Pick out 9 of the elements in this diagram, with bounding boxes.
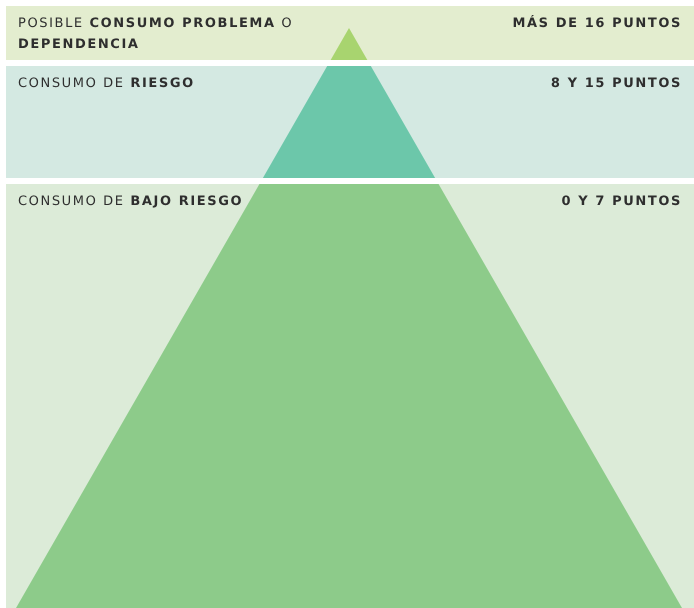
level-band xyxy=(6,66,694,178)
level-heading: CONSUMO DE RIESGO xyxy=(18,75,196,93)
level-band xyxy=(6,6,694,60)
score-range: MÁS DE 16 PUNTOS xyxy=(512,14,682,33)
level-band xyxy=(6,184,694,608)
score-range: 8 Y 15 PUNTOS xyxy=(550,75,682,93)
level-heading: POSIBLE CONSUMO PROBLEMA O DEPENDENCIA xyxy=(18,15,294,54)
level-heading: CONSUMO DE BAJO RIESGO xyxy=(18,193,244,211)
score-range: 0 Y 7 PUNTOS xyxy=(561,193,682,211)
